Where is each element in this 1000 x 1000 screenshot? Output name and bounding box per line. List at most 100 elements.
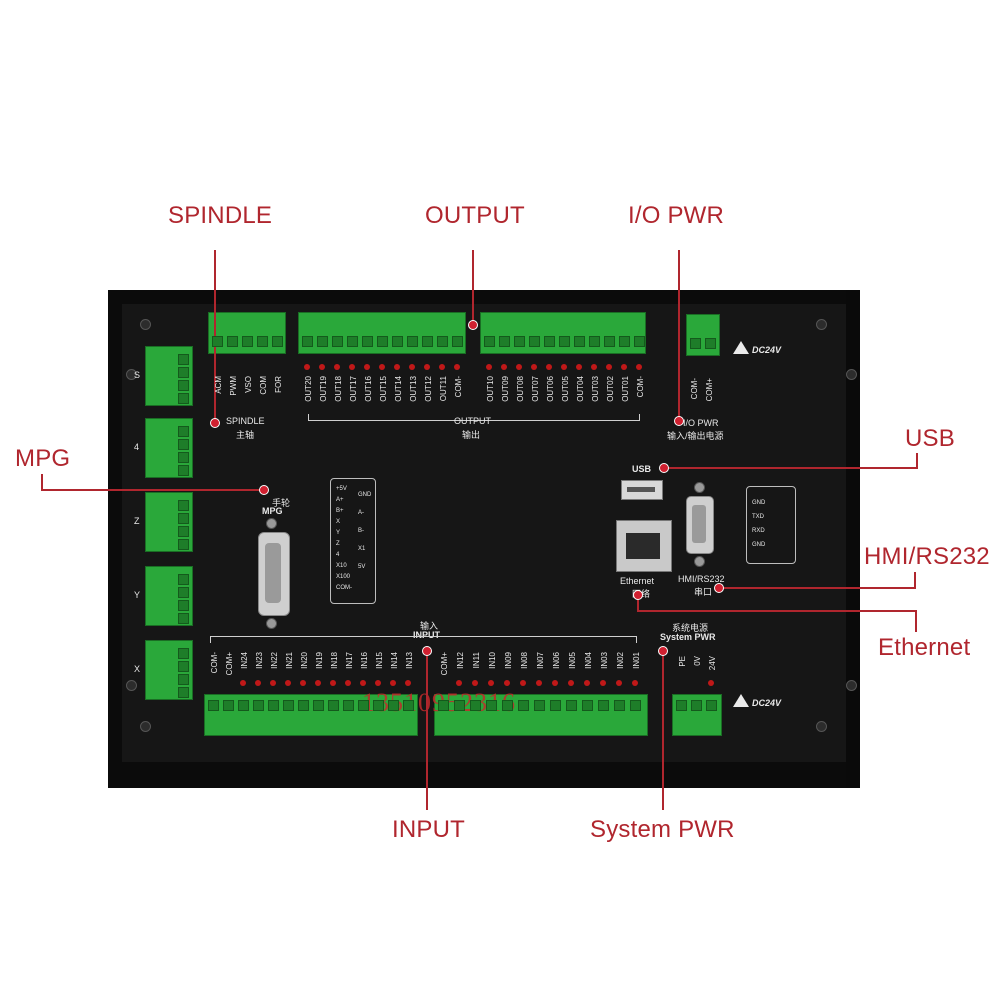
input-pin-label: IN10 [488, 652, 497, 669]
terminal-screw-hole [178, 648, 189, 659]
mpg-pinout-label: X100 [336, 574, 351, 580]
system-pwr-pin-label: 24V [708, 656, 717, 671]
output-pin-label: OUT06 [546, 376, 555, 402]
screw-icon [816, 721, 827, 732]
terminal-screw-hole [178, 439, 189, 450]
mpg-db15-connector[interactable] [258, 532, 290, 616]
axis-label-y: Y [134, 590, 141, 600]
terminal-screw-hole [438, 700, 449, 711]
io-pwr-terminal [686, 314, 720, 356]
terminal-screw-hole [178, 513, 189, 524]
terminal-screw-hole [691, 700, 702, 711]
output-pin-label: OUT09 [501, 376, 510, 402]
terminal-screw-hole [178, 367, 189, 378]
terminal-screw-hole [514, 336, 525, 347]
terminal-screw-hole [407, 336, 418, 347]
terminal-screw-hole [302, 336, 313, 347]
output-led [546, 364, 552, 370]
terminal-screw-hole [630, 700, 641, 711]
mpg-callout: MPG [15, 445, 71, 472]
screw-icon [846, 680, 857, 691]
input-pin-label: IN09 [504, 652, 513, 669]
input-pin-label: IN20 [300, 652, 309, 669]
mpg-screw-icon [266, 518, 277, 529]
terminal-screw-hole [486, 700, 497, 711]
input-led [536, 680, 542, 686]
usb-callout: USB [905, 425, 955, 452]
terminal-screw-hole [238, 700, 249, 711]
input-pin-label: IN23 [255, 652, 264, 669]
input-pin-label: IN12 [456, 652, 465, 669]
usb-leader-v [916, 453, 918, 469]
mpg-pinout-label: X10 [336, 563, 347, 569]
input-pin-label: IN03 [600, 652, 609, 669]
input-pin-label: IN06 [552, 652, 561, 669]
terminal-screw-hole [268, 700, 279, 711]
output-pin-label: OUT08 [516, 376, 525, 402]
mpg-pinout-label: 5V [358, 564, 366, 570]
usb-port[interactable] [621, 480, 663, 500]
terminal-screw-hole [178, 465, 189, 476]
terminal-screw-hole [499, 336, 510, 347]
terminal-screw-hole [403, 700, 414, 711]
terminal-screw-hole [566, 700, 577, 711]
input-led [345, 680, 351, 686]
terminal-screw-hole [298, 700, 309, 711]
system-pwr-cn-label: 系统电源 [672, 623, 709, 633]
ethernet-port[interactable] [616, 520, 672, 572]
dc24v-top-label: DC24V [752, 345, 782, 355]
terminal-screw-hole [343, 700, 354, 711]
terminal-screw-hole [377, 336, 388, 347]
output-cn-label: 输出 [462, 430, 481, 440]
io-pwr-leader [678, 250, 680, 420]
input-led [472, 680, 478, 686]
mpg-pinout-label: GND [358, 492, 372, 498]
screw-icon [126, 369, 137, 380]
terminal-screw-hole [178, 574, 189, 585]
terminal-screw-hole [178, 526, 189, 537]
output-led [379, 364, 385, 370]
mpg-pinout-label: B- [358, 528, 364, 534]
side-rail [846, 290, 860, 788]
output-led [304, 364, 310, 370]
terminal-screw-hole [544, 336, 555, 347]
output-pin-label: COM- [636, 376, 645, 398]
dc24v-bottom-label: DC24V [752, 698, 782, 708]
output-led [591, 364, 597, 370]
io-pwr-pin-label: COM+ [705, 378, 714, 402]
terminal-screw-hole [313, 700, 324, 711]
system-pwr-led [708, 680, 714, 686]
ethernet-marker [633, 590, 643, 600]
output-led [516, 364, 522, 370]
output-led [621, 364, 627, 370]
spindle-cn-label: 主轴 [236, 430, 255, 440]
spindle-terminal [208, 312, 286, 354]
terminal-screw-hole [328, 700, 339, 711]
output-led [319, 364, 325, 370]
rs232-db9-connector[interactable] [686, 496, 714, 554]
terminal-screw-hole [283, 700, 294, 711]
rs232-pinout-label: GND [752, 500, 766, 506]
output-led [364, 364, 370, 370]
terminal-screw-hole [706, 700, 717, 711]
rs232-pinout-label: GND [752, 542, 766, 548]
input-led [568, 680, 574, 686]
hmi-cn-label: 串口 [694, 587, 713, 597]
input-led [584, 680, 590, 686]
input-pin-label: IN17 [345, 652, 354, 669]
input-led [632, 680, 638, 686]
input-pin-label: IN16 [360, 652, 369, 669]
system-pwr-leader [662, 650, 664, 810]
system-pwr-pin-label: PE [678, 656, 687, 667]
terminal-screw-hole [178, 613, 189, 624]
rs232-pinout-diagram [746, 486, 796, 564]
terminal-screw-hole [484, 336, 495, 347]
input-led [360, 680, 366, 686]
input-pin-label: IN04 [584, 652, 593, 669]
output-led [531, 364, 537, 370]
hmi-leader-v [914, 572, 916, 588]
mpg-pinout-label: +5V [336, 486, 347, 492]
terminal-screw-hole [208, 700, 219, 711]
input-pin-label: IN21 [285, 652, 294, 669]
mpg-pinout-label: A+ [336, 497, 344, 503]
